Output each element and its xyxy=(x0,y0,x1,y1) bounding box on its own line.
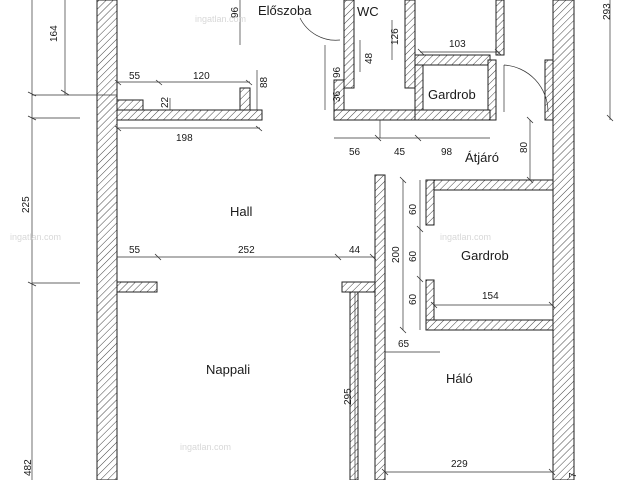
dim-55-top: 55 xyxy=(129,71,141,82)
watermark-2: ingatlan.com xyxy=(10,232,61,242)
room-labels: Előszoba WC Gardrob Átjáró Hall Gardrob … xyxy=(206,3,509,386)
dim-60-b: 60 xyxy=(408,250,419,262)
watermark-1: ingatlan.com xyxy=(195,14,246,24)
room-label-halo: Háló xyxy=(446,371,473,386)
niche-box xyxy=(116,99,144,111)
entry-door-swing xyxy=(299,17,341,41)
dim-154: 154 xyxy=(482,291,499,302)
nappali-left-stub xyxy=(116,281,158,293)
dim-60-a: 60 xyxy=(408,203,419,215)
right-exterior-wall xyxy=(552,0,575,480)
room-label-gardrob-mid: Gardrob xyxy=(461,248,509,263)
atjaro-right-wall xyxy=(544,59,554,121)
dimension-labels: 164 55 120 88 22 198 96 126 48 96 36 103… xyxy=(21,3,613,478)
watermark-3: ingatlan.com xyxy=(180,442,231,452)
room-label-eloszoba: Előszoba xyxy=(258,3,312,18)
watermark-4: ingatlan.com xyxy=(440,232,491,242)
dim-229: 229 xyxy=(451,459,468,470)
wc-step-wall xyxy=(333,79,345,111)
left-exterior-wall xyxy=(96,0,118,480)
upper-right-stub-wall xyxy=(495,0,505,56)
dim-48: 48 xyxy=(364,52,375,64)
door-swing xyxy=(503,64,549,113)
walls xyxy=(96,0,575,480)
dim-44: 44 xyxy=(349,245,361,256)
room-label-atjaro: Átjáró xyxy=(465,150,499,165)
gardrob-top-ceiling-wall xyxy=(414,54,491,66)
wc-right-wall xyxy=(404,0,416,89)
dim-88: 88 xyxy=(259,76,270,88)
dim-22: 22 xyxy=(160,96,171,108)
dim-198: 198 xyxy=(176,133,193,144)
wc-left-wall xyxy=(343,0,355,89)
gardrob-top-right-wall xyxy=(487,59,497,121)
dim-56: 56 xyxy=(349,147,361,158)
nappali-right-stub xyxy=(341,281,376,293)
dim-200: 200 xyxy=(391,246,402,263)
wc-bottom-wall xyxy=(333,109,420,121)
dim-65: 65 xyxy=(398,339,410,350)
room-label-wc: WC xyxy=(357,4,379,19)
dim-126: 126 xyxy=(390,28,401,45)
dim-482: 482 xyxy=(23,459,34,476)
dim-96-wc: 96 xyxy=(332,66,343,78)
dim-252: 252 xyxy=(238,245,255,256)
dim-295: 295 xyxy=(343,388,354,405)
dim-55-mid: 55 xyxy=(129,245,141,256)
dim-36: 36 xyxy=(332,90,343,102)
hall-right-wall xyxy=(374,174,386,480)
gardrob-mid-top-wall xyxy=(425,179,554,191)
gardrob-mid-bottom-wall xyxy=(425,319,554,331)
dim-120: 120 xyxy=(193,71,210,82)
gardrob-mid-left-wall-upper xyxy=(425,179,435,226)
dim-60-c: 60 xyxy=(408,293,419,305)
room-label-nappali: Nappali xyxy=(206,362,250,377)
dim-80: 80 xyxy=(519,141,530,153)
dim-225: 225 xyxy=(21,196,32,213)
hall-top-wall xyxy=(116,109,263,121)
dim-164: 164 xyxy=(49,25,60,42)
nappali-right-pier xyxy=(349,291,359,480)
dim-98: 98 xyxy=(441,147,453,158)
room-label-gardrob-top: Gardrob xyxy=(428,87,476,102)
dim-103: 103 xyxy=(449,39,466,50)
gardrob-top-bottom-wall xyxy=(414,109,491,121)
dim-45: 45 xyxy=(394,147,406,158)
dim-96-top: 96 xyxy=(230,6,241,18)
niche-stub-wall xyxy=(239,87,251,111)
room-label-hall: Hall xyxy=(230,204,253,219)
dim-293: 293 xyxy=(602,3,613,20)
dimension-lines xyxy=(27,0,614,480)
watermarks: ingatlan.com ingatlan.com ingatlan.com i… xyxy=(10,14,491,452)
dim-7: 7 xyxy=(568,472,579,478)
